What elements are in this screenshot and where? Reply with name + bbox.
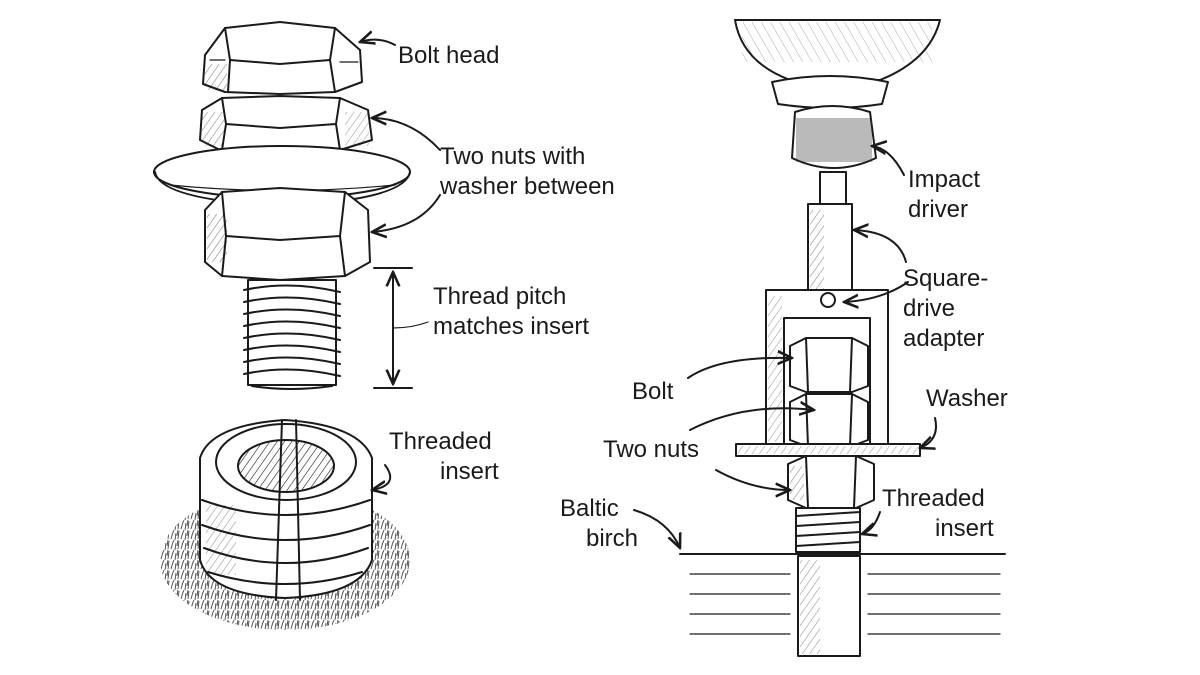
lower-nut-outside-drawing (787, 455, 875, 509)
left-assembly (153, 21, 429, 630)
upper-nut-inside-drawing (789, 393, 869, 447)
threaded-insert-drawing (160, 419, 410, 630)
washer-bar-drawing (735, 443, 921, 457)
baltic-birch-label-line2: birch (586, 525, 639, 552)
bolt-label: Bolt (632, 378, 674, 405)
threaded-insert-right-label-line2: insert (935, 515, 994, 542)
left-leader-lines (360, 40, 441, 490)
bolt-threads-drawing (243, 279, 341, 390)
square-drive-label-line1: Square- (903, 265, 989, 292)
lower-nut-drawing (204, 187, 371, 281)
thread-pitch-label-line1: Thread pitch (433, 283, 567, 310)
impact-driver-label-line2: driver (908, 196, 969, 223)
threaded-insert-left-label-line1: Threaded (389, 428, 492, 455)
thread-pitch-dimension (373, 267, 429, 389)
two-nuts-washer-label-line1: Two nuts with (440, 143, 586, 170)
threaded-insert-left-label-line2: insert (440, 458, 499, 485)
baltic-birch-label-line1: Baltic (560, 495, 619, 522)
threaded-insert-right-label-line1: Threaded (882, 485, 985, 512)
impact-driver-drawing (734, 19, 941, 205)
upper-nut-drawing (199, 95, 373, 153)
square-drive-label-line3: adapter (903, 325, 985, 352)
impact-driver-label-line1: Impact (908, 166, 981, 193)
threaded-insert-right-drawing (795, 507, 861, 553)
right-leader-lines (633, 146, 937, 548)
thread-pitch-label-line2: matches insert (433, 313, 590, 340)
right-assembly (679, 19, 1006, 657)
two-nuts-label: Two nuts (603, 436, 700, 463)
bolt-head-drawing (202, 21, 363, 95)
baltic-birch-board-drawing (679, 553, 1006, 657)
bolt-head-label: Bolt head (398, 42, 500, 69)
washer-label: Washer (926, 385, 1008, 412)
square-drive-label-line2: drive (903, 295, 956, 322)
bolt-inside-drawing (789, 337, 869, 393)
two-nuts-washer-label-line2: washer between (440, 173, 615, 200)
